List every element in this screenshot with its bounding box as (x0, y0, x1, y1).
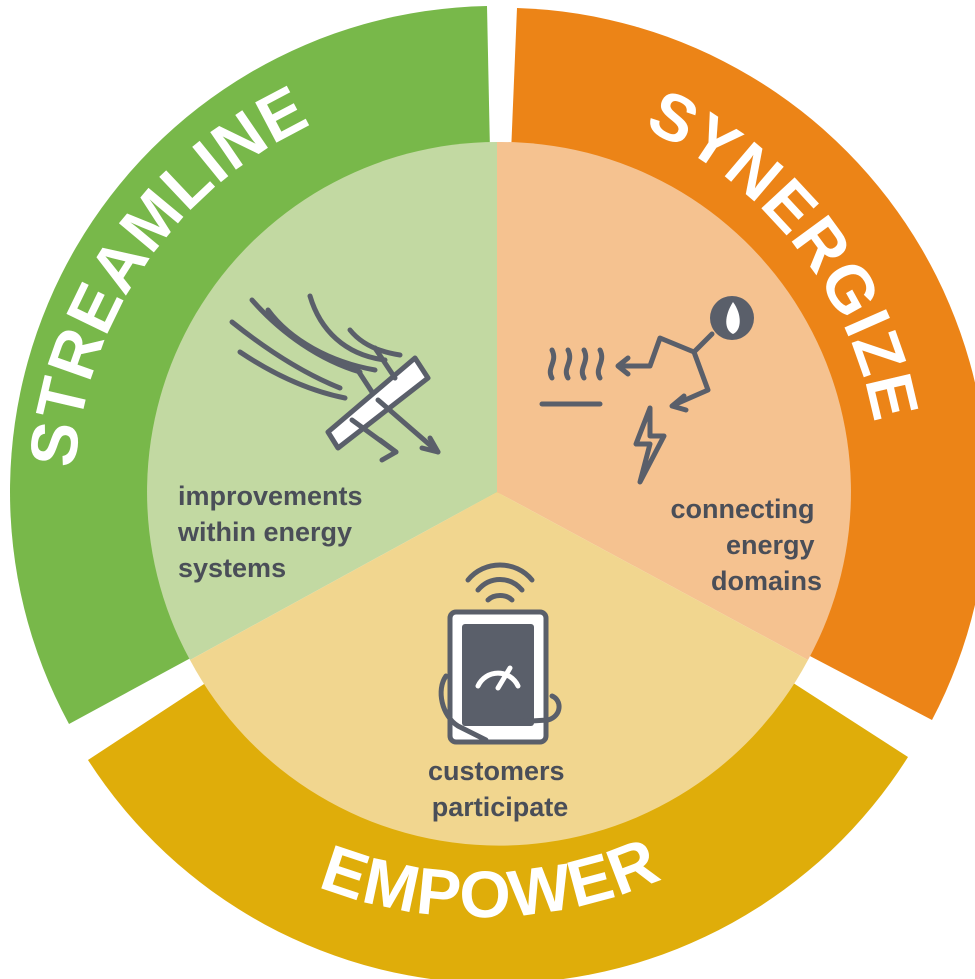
smart-meter-tablet-icon (438, 562, 562, 745)
streamline-description: improvements within energy systems (177, 481, 370, 583)
streamline-inner-segment (147, 142, 497, 660)
empower-description: customers participate (428, 756, 572, 822)
synergize-description: connecting energy domains (670, 494, 822, 596)
synergize-inner-segment (497, 141, 851, 660)
energy-flow-heat-power-icon (539, 296, 754, 485)
wind-turbine-airflow-icon (229, 293, 441, 463)
